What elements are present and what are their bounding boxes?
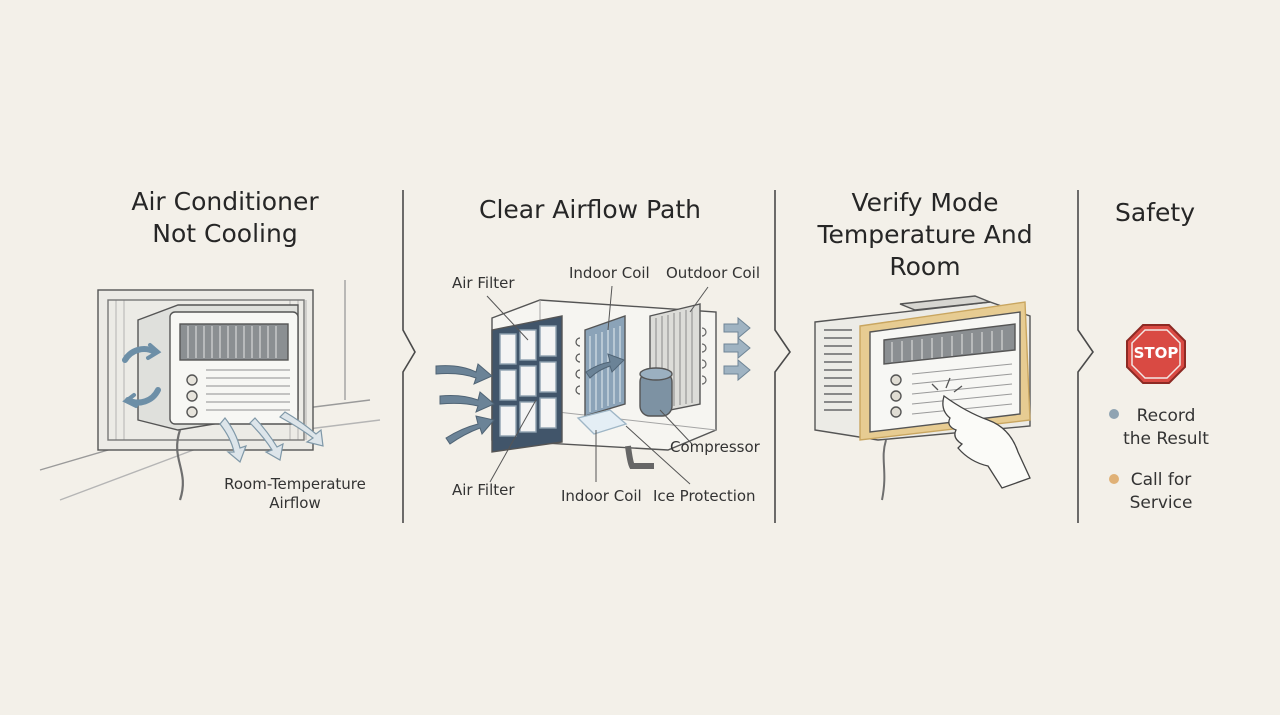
compressor-icon xyxy=(639,367,673,417)
recirculation-arrows-icon xyxy=(122,343,162,408)
call-service-label: Call for Service xyxy=(1129,470,1193,513)
room-airflow-arrows-icon xyxy=(219,411,324,464)
panel-3-title: Verify Mode Temperature And Room xyxy=(817,188,1033,281)
intake-arrows-icon xyxy=(435,353,625,445)
air-filter-bottom-label: Air Filter xyxy=(452,481,515,499)
indoor-coil-bottom-label: Indoor Coil xyxy=(561,487,642,505)
panel-4-title: Safety xyxy=(1115,198,1195,227)
divider-2 xyxy=(774,190,791,523)
exhaust-arrows-icon xyxy=(723,316,751,382)
stop-sign-text: STOP xyxy=(1133,344,1179,362)
outdoor-coil-label: Outdoor Coil xyxy=(666,264,760,282)
hand-pressing-icon xyxy=(931,377,1031,489)
compressor-label: Compressor xyxy=(670,438,760,456)
window-ac-illustration xyxy=(39,280,381,501)
leader-lines xyxy=(486,285,709,485)
ice-protection-tray-icon xyxy=(576,409,628,435)
record-bullet-icon xyxy=(1109,409,1119,419)
panel-1-title: Air Conditioner Not Cooling xyxy=(131,187,319,248)
panel-dividers xyxy=(402,190,1094,523)
ac-control-illustration xyxy=(814,295,1031,501)
air-filter-top-label: Air Filter xyxy=(452,274,515,292)
room-temperature-airflow-label: Room-Temperature Airflow xyxy=(224,475,366,512)
divider-1 xyxy=(402,190,416,523)
stop-sign-icon xyxy=(1126,324,1186,384)
air-filter-icon xyxy=(491,315,563,453)
divider-3 xyxy=(1077,190,1094,523)
indoor-coil-top-label: Indoor Coil xyxy=(569,264,650,282)
record-result-label: Record the Result xyxy=(1123,406,1209,449)
ice-protection-label: Ice Protection xyxy=(653,487,756,505)
service-bullet-icon xyxy=(1109,474,1119,484)
panel-2-title: Clear Airflow Path xyxy=(478,195,701,224)
